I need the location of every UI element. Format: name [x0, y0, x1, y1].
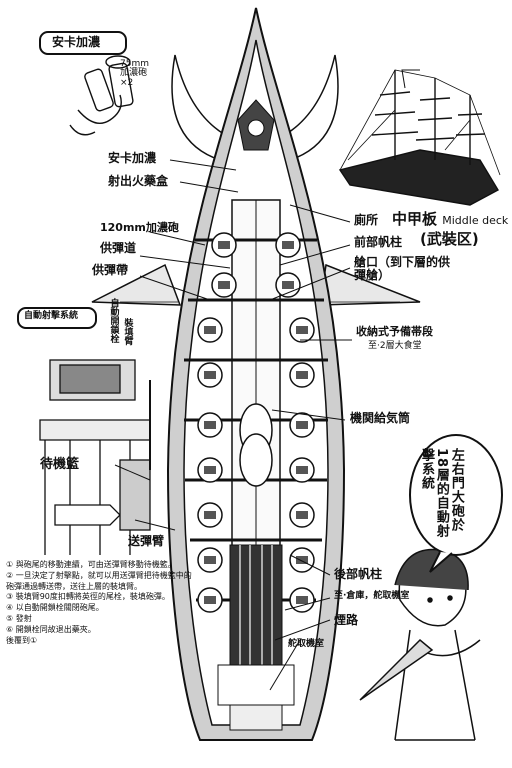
procedure-notes: ① 與砲尾的移動連續，可由送彈臂移動待機籃。 ② 一旦決定了射擊點，就可以用送彈…	[6, 560, 198, 646]
auto-breech-label: 自動開鎖栓	[108, 298, 119, 343]
fore-mast-label: 前部帆柱	[354, 235, 403, 249]
supply-belt-label: 供彈帶	[92, 263, 129, 277]
bubble-text: 左右門大砲於18層的自動射擊系統	[418, 448, 464, 539]
turret-breech	[204, 511, 216, 519]
deck-title-cn: 中甲板	[392, 210, 438, 228]
chimney-label: 煙路	[334, 613, 359, 627]
turret-breech	[204, 596, 216, 604]
turret-breech	[218, 281, 230, 289]
turret-breech	[296, 371, 308, 379]
turret-breech	[204, 421, 216, 429]
turret-breech	[218, 241, 230, 249]
to-warehouse-label: 至·倉庫，舵取機室	[334, 591, 410, 601]
sailing-ship-sketch	[338, 69, 501, 206]
storage-sub-label: 至·2層大食堂	[368, 341, 422, 351]
turret-breech	[296, 466, 308, 474]
anka-gun-title: 安卡加濃	[52, 35, 101, 49]
turret-breech	[296, 511, 308, 519]
note-item: ③ 裝填臂90度扣轉將英徑的尾栓，裝填砲彈。	[6, 592, 170, 602]
shooting-box-label: 射出火藥盒	[108, 174, 169, 188]
leader-lines	[114, 159, 352, 691]
turret-breech	[296, 556, 308, 564]
anka-label: 安卡加濃	[108, 151, 157, 165]
deck-title-en: Middle deck	[442, 214, 509, 227]
armament-area-label: (武裝区)	[420, 230, 479, 248]
loading-arm-label: 裝填臂	[122, 318, 133, 345]
gun-turrets	[197, 232, 315, 613]
turret-breech	[296, 326, 308, 334]
standby-label: 待機籃	[40, 457, 80, 472]
turret-breech	[204, 466, 216, 474]
note-item: 後覆到①	[6, 635, 38, 645]
feed-arm-label: 送彈臂	[128, 534, 165, 548]
turret-breech	[296, 596, 308, 604]
hatch-label: 艙口（到下層的供彈艙）	[354, 255, 451, 282]
deck-title: 中甲板 Middle deck	[392, 210, 509, 228]
anka-gun-sketch	[69, 55, 134, 136]
turret-breech	[204, 556, 216, 564]
turret-breech	[204, 326, 216, 334]
note-item: ② 一旦決定了射擊點，就可以用送彈臂把待機籃中的砲彈通過轉送帶，送往上層的裝填臂…	[6, 570, 192, 591]
turret-breech	[204, 371, 216, 379]
note-item: ⑤ 發射	[6, 613, 32, 623]
note-item: ⑥ 開鎖栓同故退出藥夾。	[6, 624, 96, 634]
storage-label: 收納式予備帯段	[356, 325, 433, 338]
note-item: ④ 以自動開鎖栓關閉砲尾。	[6, 603, 104, 613]
turret-breech	[282, 241, 294, 249]
auto-firing-sketch	[39, 359, 151, 555]
anka-box	[39, 31, 127, 55]
engine-vent-label: 機関給気筒	[350, 411, 411, 425]
rudder-room-label: 舵取機室	[288, 639, 325, 649]
speech-bubble	[409, 434, 503, 556]
gun-spec-label: 75mm 加濃砲 ×2	[120, 59, 149, 88]
gun-120-label: 120mm加濃砲	[100, 221, 179, 234]
rear-mast-label: 後部帆柱	[334, 567, 383, 581]
turret-breech	[296, 421, 308, 429]
auto-system-box	[17, 307, 97, 329]
auto-system-label: 自動射擊系統	[24, 311, 79, 321]
note-item: ① 與砲尾的移動連續，可由送彈臂移動待機籃。	[6, 560, 176, 569]
turret-breech	[282, 281, 294, 289]
toilet-label: 廁所	[354, 213, 379, 227]
supply-path-label: 供彈道	[100, 241, 137, 255]
